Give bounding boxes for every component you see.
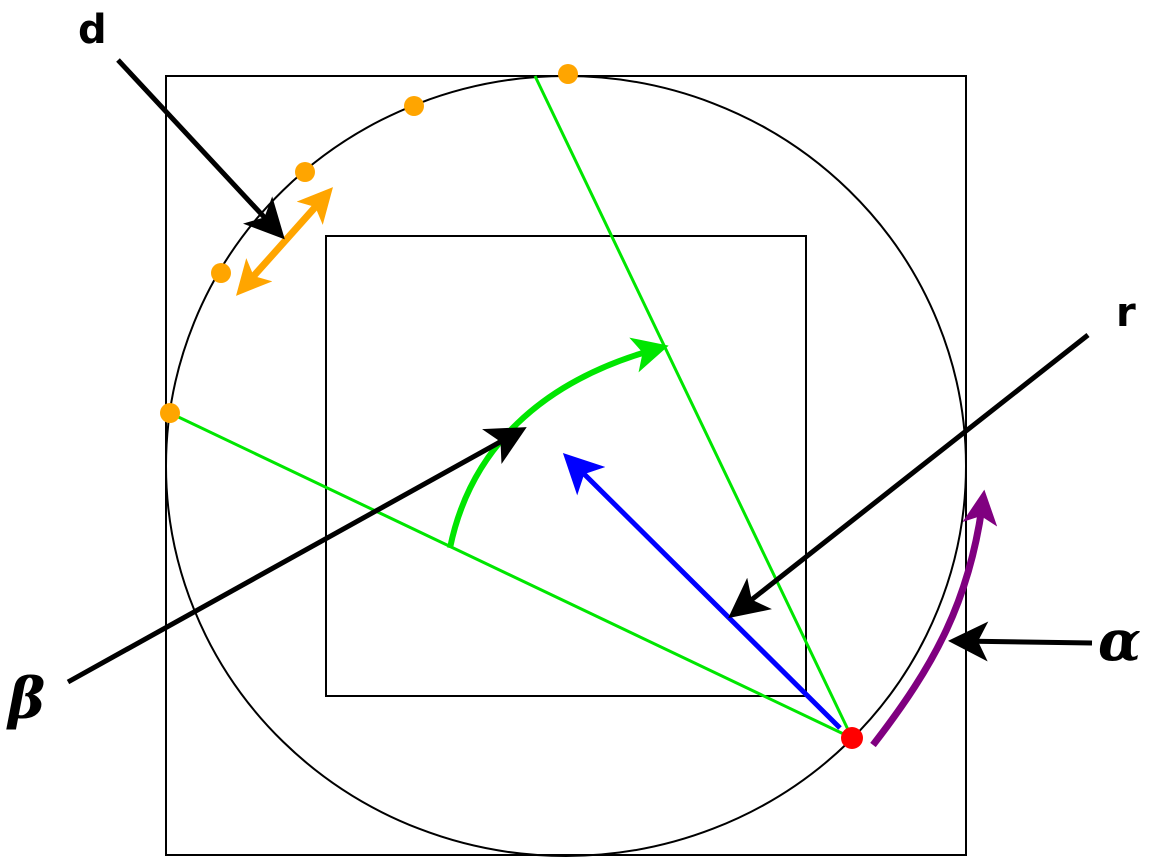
detector-point-icon <box>404 96 424 116</box>
beta-pointer-arrow <box>66 427 527 685</box>
alpha-rotation-arc <box>870 489 998 748</box>
label-beta: β <box>6 666 45 732</box>
beta-angle-arc <box>447 337 669 549</box>
label-d: d <box>78 7 107 53</box>
detector-spacing-arrow <box>236 187 333 296</box>
beam-edge-top <box>533 75 854 739</box>
source-point-icon <box>841 727 863 749</box>
radius-arrow <box>562 452 842 730</box>
detector-point-icon <box>211 263 231 283</box>
detector-points <box>160 64 578 423</box>
alpha-pointer-arrow <box>948 621 1093 662</box>
inner-square <box>325 235 807 697</box>
detector-point-icon <box>558 64 578 84</box>
detector-point-icon <box>295 162 315 182</box>
detector-point-icon <box>160 403 180 423</box>
label-alpha: α <box>1098 608 1141 674</box>
d-pointer-arrow <box>116 58 285 240</box>
beam-edge-left <box>169 411 853 740</box>
label-r: r <box>1116 290 1136 336</box>
r-pointer-arrow <box>728 333 1090 619</box>
